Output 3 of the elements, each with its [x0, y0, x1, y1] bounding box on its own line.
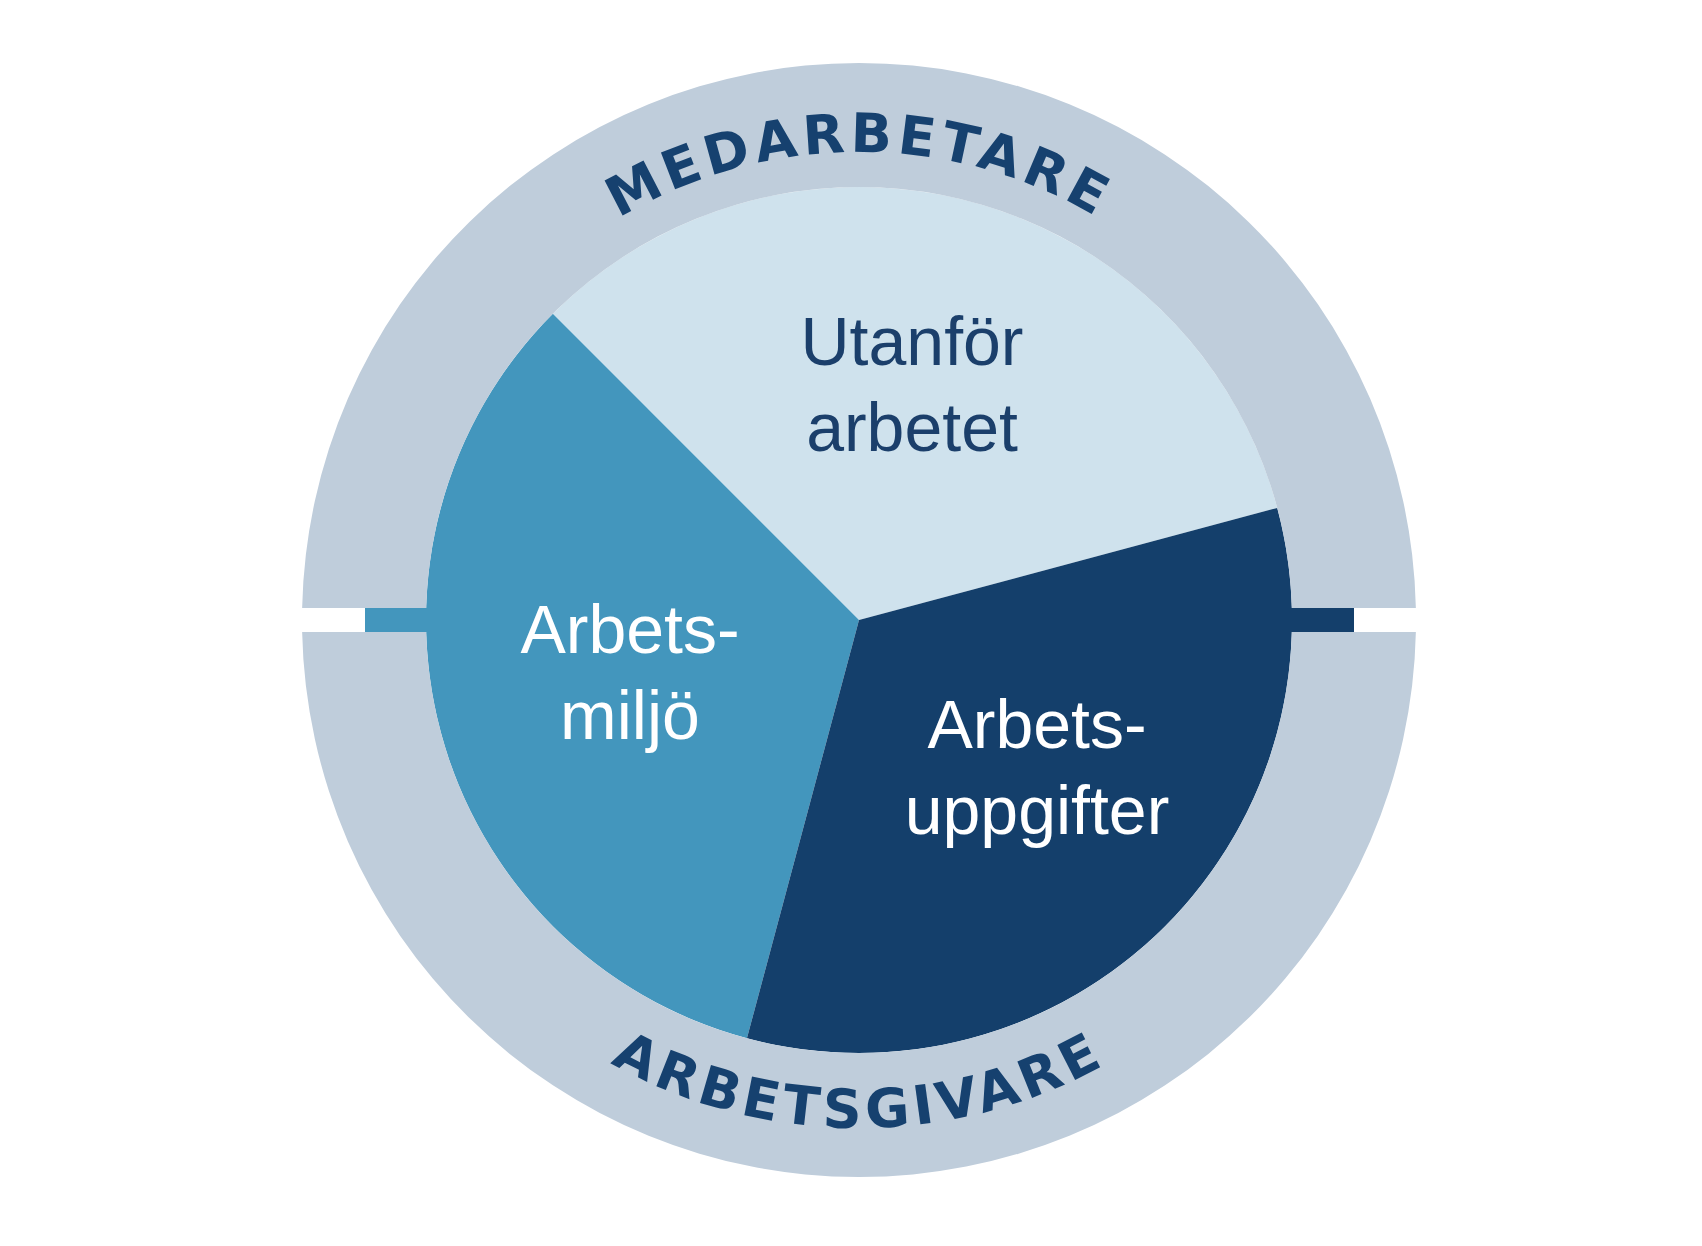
- segment-label: Arbets- miljö: [520, 590, 740, 755]
- segment-label: Utanför arbetet: [800, 302, 1024, 467]
- segment-label: Arbets- uppgifter: [904, 685, 1170, 850]
